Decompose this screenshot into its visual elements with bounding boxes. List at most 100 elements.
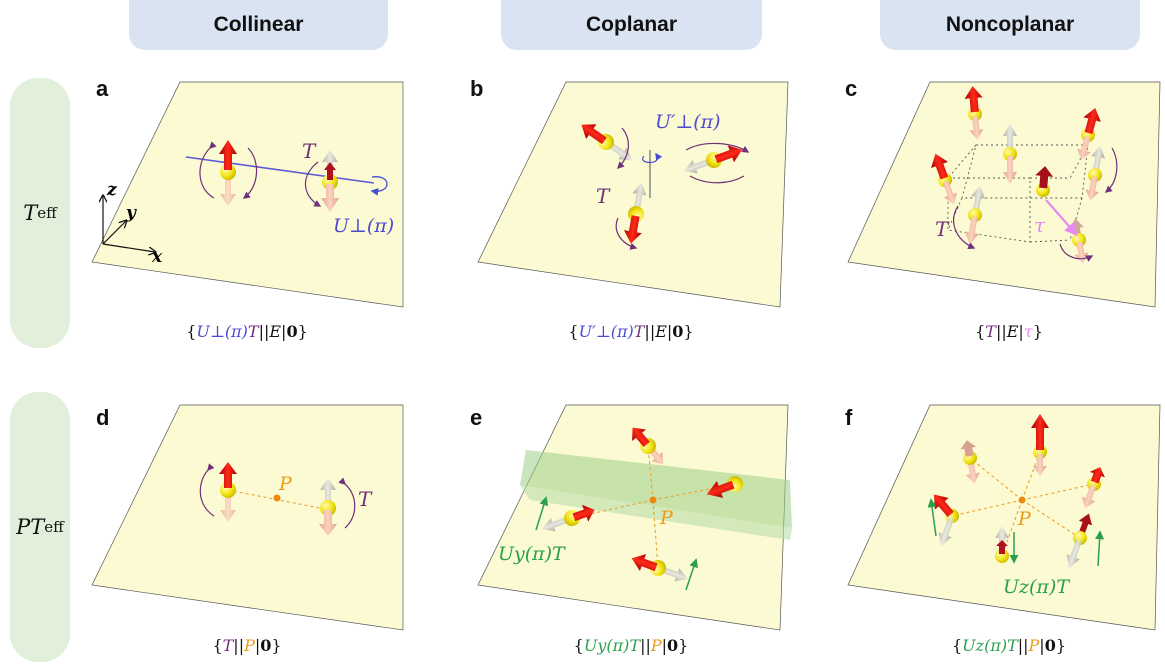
caption-e-sep: || bbox=[640, 636, 651, 655]
label-tau-c: τ bbox=[1034, 213, 1046, 237]
caption-e-open: { bbox=[573, 636, 584, 655]
caption-c: {T||E|τ} bbox=[859, 322, 1159, 341]
spin-c3 bbox=[1003, 124, 1017, 184]
caption-a-zero: 0 bbox=[286, 322, 298, 341]
spin-e2 bbox=[706, 476, 743, 498]
caption-e-p: P bbox=[650, 636, 662, 655]
spin-f3 bbox=[1081, 467, 1105, 509]
caption-e-op: Uy(π)T bbox=[583, 636, 641, 655]
panel-letter-b: b bbox=[470, 76, 484, 101]
caption-f-op: Uz(π)T bbox=[962, 636, 1018, 655]
label-t-c: T bbox=[935, 217, 950, 241]
row-header-pt-sub: eff bbox=[44, 518, 64, 536]
panel-f: P bbox=[847, 404, 1161, 631]
panel-b: U′⊥(π) T bbox=[477, 81, 789, 308]
caption-b-t: T bbox=[633, 322, 645, 341]
spin-f4 bbox=[934, 494, 959, 547]
spin-b1 bbox=[581, 124, 633, 161]
label-p-e: P bbox=[659, 507, 674, 529]
curl-arrow-c3 bbox=[1104, 147, 1118, 193]
column-header-coplanar: Coplanar bbox=[501, 0, 762, 50]
caption-d-bar: | bbox=[254, 636, 261, 655]
translation-vector-tau bbox=[1045, 199, 1078, 236]
caption-b-rest: ||E| bbox=[644, 322, 673, 341]
label-t-b: T bbox=[596, 184, 611, 208]
inversion-line-d bbox=[227, 489, 331, 511]
caption-e-close: } bbox=[678, 636, 689, 655]
green-arrow-f3 bbox=[1095, 530, 1105, 567]
caption-e-bar: | bbox=[661, 636, 667, 655]
caption-d: {T||P|0} bbox=[97, 636, 397, 655]
caption-b-zero: 0 bbox=[672, 322, 684, 341]
caption-d-close: } bbox=[271, 636, 282, 655]
curl-arrow-c1 bbox=[953, 205, 976, 249]
panel-letter-d: d bbox=[96, 405, 110, 430]
caption-a-close: } bbox=[297, 322, 308, 341]
curl-arrow-b2 bbox=[685, 142, 750, 153]
spin-c2 bbox=[1077, 107, 1101, 161]
rotation-arrow-a bbox=[370, 176, 388, 196]
spin-a1 bbox=[219, 140, 237, 206]
curl-arrow-a1-left bbox=[199, 141, 217, 199]
caption-f-p: P bbox=[1028, 636, 1040, 655]
spin-c6 bbox=[1035, 166, 1054, 197]
caption-c-close: } bbox=[1032, 322, 1043, 341]
caption-d-t: T bbox=[222, 636, 234, 655]
curl-arrow-b2-lower bbox=[689, 175, 745, 184]
spin-e3 bbox=[541, 504, 595, 532]
row-header-pt-main: PT bbox=[16, 515, 45, 539]
caption-f-zero: 0 bbox=[1044, 636, 1056, 655]
curl-arrow-b1 bbox=[616, 127, 629, 170]
caption-d-p: P bbox=[244, 636, 255, 655]
caption-d-sep: || bbox=[233, 636, 245, 655]
caption-b-close: } bbox=[683, 322, 694, 341]
label-p-d: P bbox=[278, 473, 293, 495]
caption-f: {Uz(π)T||P|0} bbox=[859, 636, 1159, 655]
panel-letter-a: a bbox=[96, 76, 109, 101]
caption-c-rest: ||E| bbox=[995, 322, 1024, 341]
caption-f-close: } bbox=[1055, 636, 1067, 655]
curl-arrow-c2 bbox=[1059, 243, 1094, 262]
mirror-plane-e-edge bbox=[520, 485, 792, 540]
inversion-center-f bbox=[1018, 496, 1026, 504]
label-u-perp-a: U⊥(π) bbox=[333, 215, 394, 237]
row-header-t-sub: eff bbox=[37, 204, 57, 222]
panel-letter-e: e bbox=[470, 405, 483, 430]
caption-e: {Uy(π)T||P|0} bbox=[481, 636, 781, 655]
spin-f6 bbox=[1066, 513, 1093, 569]
curl-arrow-d1 bbox=[199, 463, 215, 517]
caption-c-open: { bbox=[975, 322, 986, 341]
inversion-center-e bbox=[649, 496, 657, 504]
caption-c-tau: τ bbox=[1023, 322, 1033, 341]
spin-b2 bbox=[683, 145, 743, 174]
plane-b bbox=[477, 81, 789, 308]
spin-b3 bbox=[624, 182, 647, 244]
rotation-axis-a bbox=[185, 156, 375, 184]
caption-f-open: { bbox=[951, 636, 963, 655]
curl-arrow-a2 bbox=[304, 161, 322, 207]
caption-e-zero: 0 bbox=[667, 636, 679, 655]
row-header-t-main: T bbox=[23, 201, 38, 225]
panel-e: P Uy(π)T bbox=[477, 404, 792, 631]
spin-f1 bbox=[960, 440, 980, 484]
spin-d2 bbox=[319, 478, 337, 536]
label-uy-e: Uy(π)T bbox=[498, 543, 566, 565]
caption-c-t: T bbox=[985, 322, 996, 341]
caption-a-rest: ||E| bbox=[258, 322, 287, 341]
caption-a-t: T bbox=[247, 322, 259, 341]
caption-a-op: U⊥(π) bbox=[196, 322, 248, 341]
caption-d-open: { bbox=[212, 636, 223, 655]
column-header-collinear: Collinear bbox=[129, 0, 388, 50]
spin-e1 bbox=[632, 427, 664, 465]
label-u-perp-prime-b: U′⊥(π) bbox=[655, 111, 721, 133]
curl-arrow-a1-right bbox=[242, 147, 258, 199]
green-arrow-e1 bbox=[535, 496, 549, 531]
caption-b: {U′⊥(π)T||E|0} bbox=[481, 322, 781, 341]
caption-a: {U⊥(π)T||E|0} bbox=[97, 322, 397, 341]
plane-c bbox=[847, 81, 1161, 308]
spin-f5 bbox=[995, 526, 1009, 563]
plane-f bbox=[847, 404, 1161, 631]
